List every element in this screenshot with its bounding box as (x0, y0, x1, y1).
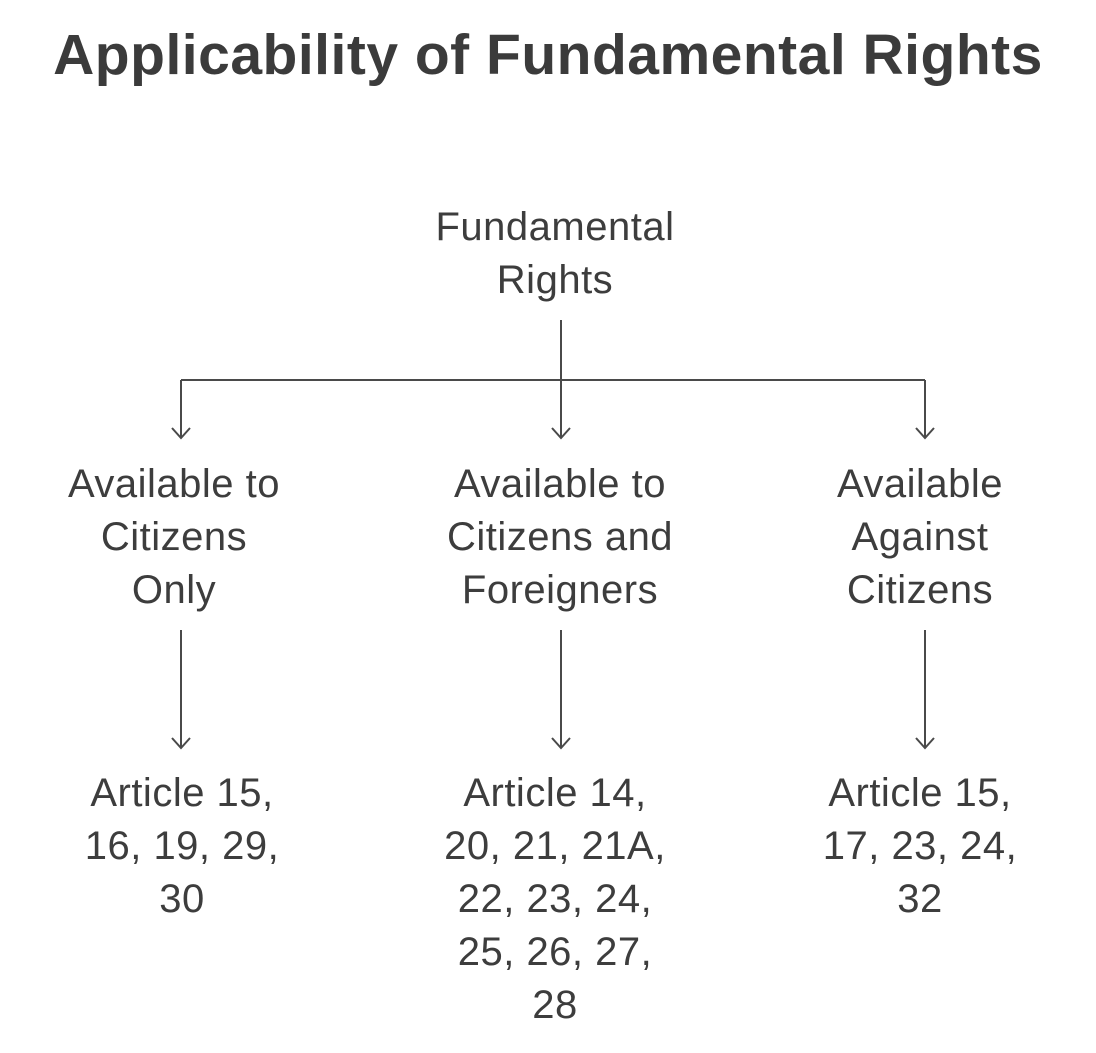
arrowhead-icon (915, 737, 935, 750)
category-node-against-citizens: Available Against Citizens (770, 458, 1070, 617)
article-list-line: 20, 21, 21A, (444, 824, 666, 868)
node-label-line: Fundamental (435, 205, 675, 249)
node-label-line: Foreigners (461, 568, 659, 612)
article-list-line: 16, 19, 29, (84, 824, 280, 868)
articles-node-citizens-and-foreigners: Article 14, 20, 21, 21A, 22, 23, 24, 25,… (395, 767, 715, 1032)
article-list-line: 22, 23, 24, (457, 877, 653, 921)
node-label-line: Available (836, 462, 1004, 506)
arrowhead-icon (915, 427, 935, 440)
category-node-citizens-and-foreigners: Available to Citizens and Foreigners (395, 458, 725, 617)
article-list-line: 30 (159, 877, 205, 921)
article-list-line: 25, 26, 27, (457, 930, 653, 974)
node-label-line: Available to (67, 462, 281, 506)
category-node-citizens-only: Available to Citizens Only (24, 458, 324, 617)
page-title: Applicability of Fundamental Rights (53, 23, 1043, 87)
arrowhead-icon (551, 737, 571, 750)
article-list-line: 32 (897, 877, 943, 921)
article-list-line: Article 14, (463, 771, 647, 815)
article-list-line: Article 15, (828, 771, 1012, 815)
node-label-line: Citizens and (446, 515, 674, 559)
article-list-line: 28 (532, 983, 578, 1027)
arrowhead-icon (171, 737, 191, 750)
articles-node-against-citizens: Article 15, 17, 23, 24, 32 (770, 767, 1070, 926)
node-label-line: Only (131, 568, 217, 612)
arrowhead-icon (171, 427, 191, 440)
article-list-line: Article 15, (90, 771, 274, 815)
article-list-line: 17, 23, 24, (822, 824, 1018, 868)
root-node-fundamental-rights: Fundamental Rights (355, 201, 755, 307)
node-label-line: Citizens (100, 515, 248, 559)
arrowhead-icon (551, 427, 571, 440)
node-label-line: Available to (453, 462, 667, 506)
node-label-line: Rights (496, 258, 614, 302)
articles-node-citizens-only: Article 15, 16, 19, 29, 30 (24, 767, 340, 926)
node-label-line: Against (851, 515, 989, 559)
node-label-line: Citizens (846, 568, 994, 612)
